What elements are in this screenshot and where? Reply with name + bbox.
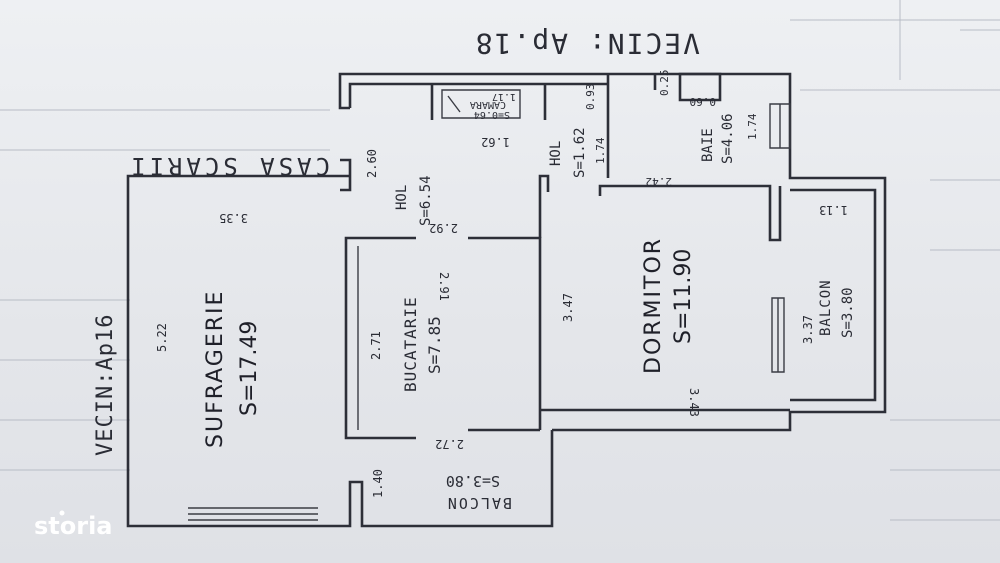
- dim-3-43: 3.43: [687, 388, 701, 417]
- pantry-name: CAMARA: [470, 99, 506, 110]
- dim-2-72: 2.72: [435, 437, 464, 451]
- storia-watermark: storia: [34, 510, 113, 540]
- labels-rotated-90-ccw: VECIN:Ap16 SUFRAGERIE S=17.49 5.22 2.60 …: [93, 70, 856, 499]
- bedroom-name: DORMITOR: [641, 237, 666, 374]
- hall1-name: HOL: [394, 185, 410, 210]
- kitchen-name: BUCATARIE: [401, 296, 420, 392]
- living-outer-wall: [126, 174, 554, 528]
- balcony-door: [771, 297, 785, 373]
- dim-0-93: 0.93: [584, 84, 597, 111]
- kitchen-area: S=7.85: [425, 316, 444, 374]
- bath-name: BAIE: [700, 128, 716, 162]
- labels-upside-down: VECIN: Ap.18 CASA SCARII 3.35 2.92 1.62 …: [127, 27, 848, 512]
- dim-2-60: 2.60: [365, 149, 379, 178]
- storia-logo-text: storia: [34, 512, 113, 540]
- stair-notch-wall: [340, 158, 352, 192]
- top-inner-wall: [348, 82, 608, 120]
- dim-2-92: 2.92: [429, 221, 458, 235]
- walls: [126, 72, 887, 528]
- top-outer-wall: [338, 72, 887, 432]
- balcony-left-area: S=3.80: [446, 472, 500, 490]
- pantry-area: S=0.64: [474, 109, 510, 120]
- dim-3-47: 3.47: [561, 293, 575, 322]
- dim-3-35: 3.35: [219, 211, 248, 225]
- dim-1-74-a: 1.74: [594, 137, 607, 164]
- bath-window: [769, 103, 791, 149]
- living-room-name: SUFRAGERIE: [203, 290, 228, 448]
- balcony-right-area: S=3.80: [840, 287, 856, 338]
- dim-0-25: 0.25: [658, 70, 671, 97]
- dim-2-42: 2.42: [646, 175, 673, 188]
- dim-1-62: 1.62: [481, 135, 510, 149]
- bath-hall-walls: [598, 72, 782, 242]
- labels-rotated-90-cw: 2.91 2.72 3.43 2.42 CAMARA S=0.64: [435, 99, 701, 451]
- bedroom-walls: [538, 174, 790, 412]
- right-balcony-walls: [790, 188, 877, 402]
- neighbor-ap18-label: VECIN: Ap.18: [474, 27, 700, 60]
- hall2-area: S=1.62: [572, 127, 588, 178]
- dim-3-37: 3.37: [801, 315, 815, 344]
- dim-2-91: 2.91: [437, 272, 451, 301]
- hall2-name: HOL: [548, 141, 564, 166]
- dim-5-22: 5.22: [155, 323, 169, 352]
- stairwell-label: CASA SCARII: [127, 152, 330, 180]
- storia-logo-dot: [59, 510, 65, 516]
- neighbor-ap16-label: VECIN:Ap16: [93, 314, 118, 456]
- dim-1-13: 1.13: [819, 203, 848, 217]
- bedroom-area: S=11.90: [671, 249, 696, 344]
- balcony-left-name: BALCON: [446, 494, 512, 512]
- hall1-area: S=6.54: [418, 175, 434, 226]
- dim-0-60: 0.60: [690, 95, 717, 108]
- dim-1-40: 1.40: [371, 469, 385, 498]
- dim-1-17: 1.17: [492, 91, 516, 102]
- pantry-walls: [441, 89, 521, 119]
- dim-2-71: 2.71: [369, 331, 383, 360]
- background-ghost-lines: [0, 0, 1000, 521]
- living-window: [188, 507, 318, 521]
- living-room-area: S=17.49: [237, 321, 262, 416]
- balcony-right-name: BALCON: [818, 279, 834, 336]
- dim-1-74-b: 1.74: [746, 113, 759, 140]
- bath-area: S=4.06: [720, 113, 736, 164]
